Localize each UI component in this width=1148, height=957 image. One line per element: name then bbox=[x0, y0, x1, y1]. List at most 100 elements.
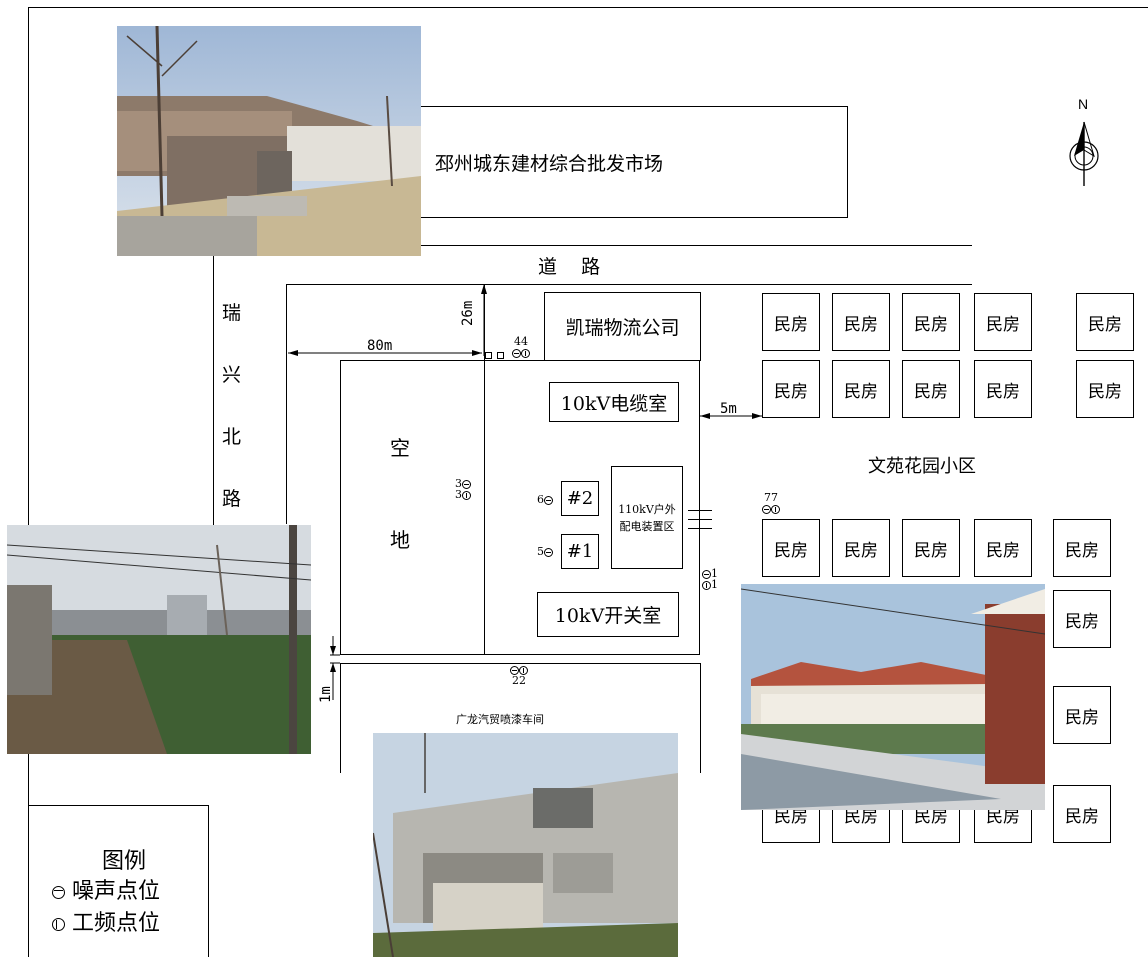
house-label: 民房 bbox=[1065, 611, 1099, 632]
point-4-num: 4 bbox=[521, 335, 528, 348]
outdoor-equipment-label-1: 110kV户外 bbox=[618, 502, 676, 516]
point-6: 6 bbox=[537, 494, 553, 505]
paint-shop-label: 广龙汽贸喷漆车间 bbox=[456, 713, 544, 726]
dimension-80m: 80m bbox=[367, 338, 393, 354]
photo-paint-shop bbox=[373, 733, 678, 957]
legend-power-freq-row: 工频点位 bbox=[52, 905, 160, 937]
north-arrow-icon bbox=[1069, 121, 1099, 186]
house: 民房 bbox=[762, 519, 820, 577]
noise-point-icon bbox=[702, 569, 711, 579]
north-label: N bbox=[1078, 96, 1089, 112]
photo-open-land bbox=[7, 525, 311, 754]
point-5: 5 bbox=[537, 546, 553, 557]
frame-left-line bbox=[28, 7, 29, 957]
point-3-num: 3 bbox=[455, 477, 462, 490]
point-1-num: 1 bbox=[711, 567, 718, 580]
house: 民房 bbox=[974, 360, 1032, 418]
open-land-label: 空 地 bbox=[390, 432, 420, 553]
noise-point-icon bbox=[462, 479, 471, 489]
street-line-right bbox=[286, 284, 287, 524]
house-label: 民房 bbox=[774, 381, 808, 402]
house-label: 民房 bbox=[844, 381, 878, 402]
house: 民房 bbox=[974, 293, 1032, 351]
market-building: 邳州城东建材综合批发市场 bbox=[420, 106, 848, 218]
house: 民房 bbox=[762, 360, 820, 418]
power-frequency-point-icon bbox=[52, 917, 65, 931]
legend-title: 图例 bbox=[102, 849, 147, 874]
point-4: 44 bbox=[508, 336, 534, 358]
house: 民房 bbox=[902, 360, 960, 418]
open-land-char: 空 bbox=[390, 436, 410, 460]
house: 民房 bbox=[1053, 590, 1111, 648]
house-label: 民房 bbox=[986, 806, 1020, 827]
power-frequency-point-icon bbox=[521, 348, 530, 358]
point-3: 3 3 bbox=[455, 478, 471, 500]
noise-point-icon bbox=[544, 547, 553, 557]
noise-point-icon bbox=[52, 885, 65, 899]
legend-power-freq-label: 工频点位 bbox=[72, 911, 161, 936]
south-building-right bbox=[700, 663, 701, 773]
transformer-1-label: #1 bbox=[566, 541, 594, 562]
house: 民房 bbox=[832, 360, 890, 418]
house: 民房 bbox=[1053, 785, 1111, 843]
community-label: 文苑花园小区 bbox=[868, 456, 976, 477]
road-label: 道 路 bbox=[538, 256, 601, 278]
south-building-left bbox=[340, 663, 341, 773]
house-label: 民房 bbox=[914, 540, 948, 561]
house-label: 民房 bbox=[914, 314, 948, 335]
switch-room-label: 10kV开关室 bbox=[554, 605, 662, 627]
legend-right-line bbox=[208, 805, 209, 957]
frame-top-line bbox=[28, 7, 1148, 8]
dimension-1m: 1m bbox=[318, 686, 334, 703]
legend-noise-row: 噪声点位 bbox=[52, 873, 160, 905]
house: 民房 bbox=[832, 293, 890, 351]
house: 民房 bbox=[1076, 293, 1134, 351]
house-label: 民房 bbox=[774, 314, 808, 335]
street-label: 瑞 兴 北 路 bbox=[222, 298, 252, 546]
point-2: 22 bbox=[506, 664, 532, 686]
photo-market-building bbox=[117, 26, 421, 256]
house: 民房 bbox=[1053, 519, 1111, 577]
power-frequency-point-icon bbox=[462, 490, 471, 500]
transformer-2-label: #2 bbox=[566, 488, 594, 509]
point-7-num: 7 bbox=[771, 491, 778, 504]
house-label: 民房 bbox=[844, 314, 878, 335]
transformer-1: #1 bbox=[561, 534, 599, 569]
cable-room-label: 10kV电缆室 bbox=[560, 392, 668, 415]
house-label: 民房 bbox=[774, 540, 808, 561]
house-label: 民房 bbox=[1065, 540, 1099, 561]
power-frequency-point-icon bbox=[519, 665, 528, 675]
point-4-num: 4 bbox=[514, 335, 521, 348]
market-label: 邳州城东建材综合批发市场 bbox=[435, 152, 664, 175]
north-arrow: N bbox=[1066, 96, 1102, 188]
transformer-2: #2 bbox=[561, 481, 599, 516]
switch-room: 10kV开关室 bbox=[537, 592, 679, 637]
house: 民房 bbox=[974, 519, 1032, 577]
site-divider bbox=[484, 284, 485, 655]
road-top-line bbox=[214, 245, 972, 246]
house: 民房 bbox=[1053, 686, 1111, 744]
logistics-label: 凯瑞物流公司 bbox=[565, 317, 680, 339]
legend-top-line bbox=[28, 805, 208, 806]
street-char: 兴 bbox=[222, 364, 242, 386]
power-frequency-point-icon bbox=[702, 580, 711, 590]
house-label: 民房 bbox=[914, 381, 948, 402]
outdoor-equipment-label-2: 配电装置区 bbox=[619, 519, 675, 533]
noise-point-icon bbox=[512, 348, 521, 358]
house-label: 民房 bbox=[986, 540, 1020, 561]
south-boundary bbox=[340, 663, 700, 664]
house-label: 民房 bbox=[1065, 707, 1099, 728]
house-label: 民房 bbox=[844, 540, 878, 561]
line-tick bbox=[688, 528, 712, 529]
road-bottom-line bbox=[286, 284, 972, 285]
power-frequency-point-icon bbox=[771, 504, 780, 514]
street-char: 北 bbox=[222, 426, 242, 448]
house: 民房 bbox=[832, 519, 890, 577]
dimension-26m: 26m bbox=[460, 300, 476, 326]
legend-noise-label: 噪声点位 bbox=[72, 879, 161, 904]
house-label: 民房 bbox=[986, 381, 1020, 402]
noise-point-icon bbox=[510, 665, 519, 675]
house-label: 民房 bbox=[1065, 806, 1099, 827]
point-1: 1 1 bbox=[702, 568, 718, 590]
street-char: 路 bbox=[222, 488, 242, 510]
